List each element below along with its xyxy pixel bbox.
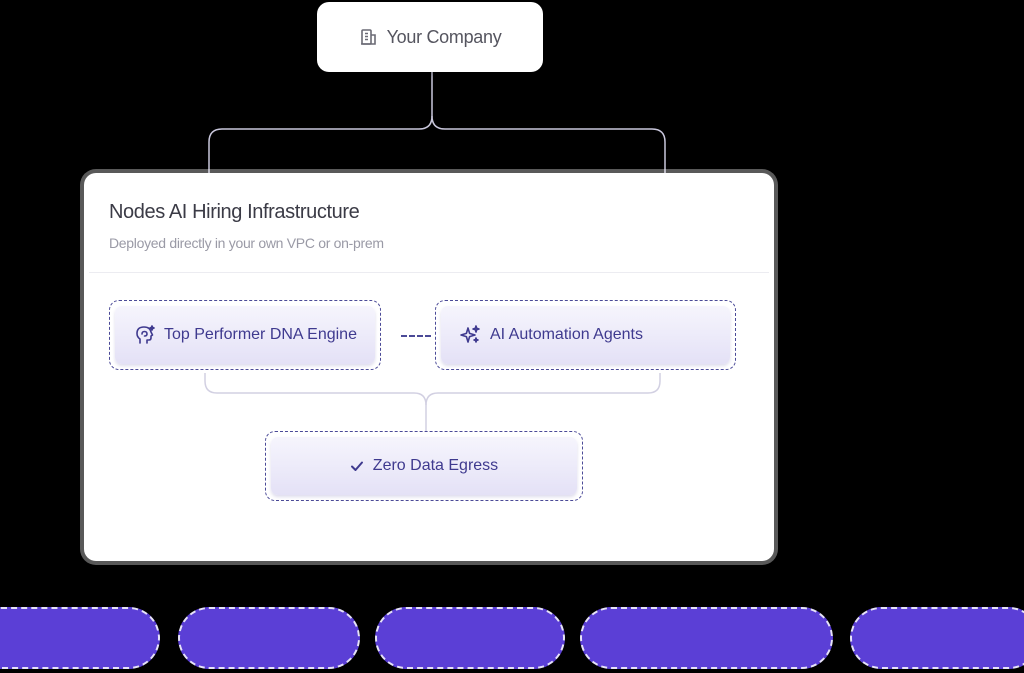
bottom-pill-3 (375, 607, 565, 669)
sparkles-icon (459, 324, 481, 346)
building-icon (359, 27, 379, 47)
company-label: Your Company (386, 26, 502, 47)
module-automation-agents-inner: AI Automation Agents (441, 306, 730, 364)
module-connectors (204, 373, 661, 431)
infrastructure-title: Nodes AI Hiring Infrastructure (109, 201, 360, 223)
zero-data-egress-label: Zero Data Egress (372, 457, 499, 474)
module-link-dots (401, 335, 431, 337)
brain-head-icon (133, 324, 155, 346)
bottom-pill-2 (178, 607, 360, 669)
module-automation-agents[interactable]: AI Automation Agents (435, 300, 736, 370)
divider (89, 272, 769, 273)
module-dna-engine-inner: Top Performer DNA Engine (115, 306, 375, 364)
zero-data-egress[interactable]: Zero Data Egress (265, 431, 583, 501)
bottom-pill-4 (580, 607, 833, 669)
infrastructure-panel: Nodes AI Hiring Infrastructure Deployed … (84, 173, 774, 561)
check-icon (350, 459, 364, 473)
module-automation-agents-label: AI Automation Agents (490, 326, 643, 343)
zero-data-egress-inner: Zero Data Egress (271, 437, 577, 495)
module-dna-engine-label: Top Performer DNA Engine (164, 326, 357, 343)
bottom-pill-5 (850, 607, 1024, 669)
module-dna-engine[interactable]: Top Performer DNA Engine (109, 300, 381, 370)
bottom-pill-1 (0, 607, 160, 669)
company-node[interactable]: Your Company (317, 2, 543, 72)
infrastructure-subtitle: Deployed directly in your own VPC or on-… (109, 235, 384, 251)
